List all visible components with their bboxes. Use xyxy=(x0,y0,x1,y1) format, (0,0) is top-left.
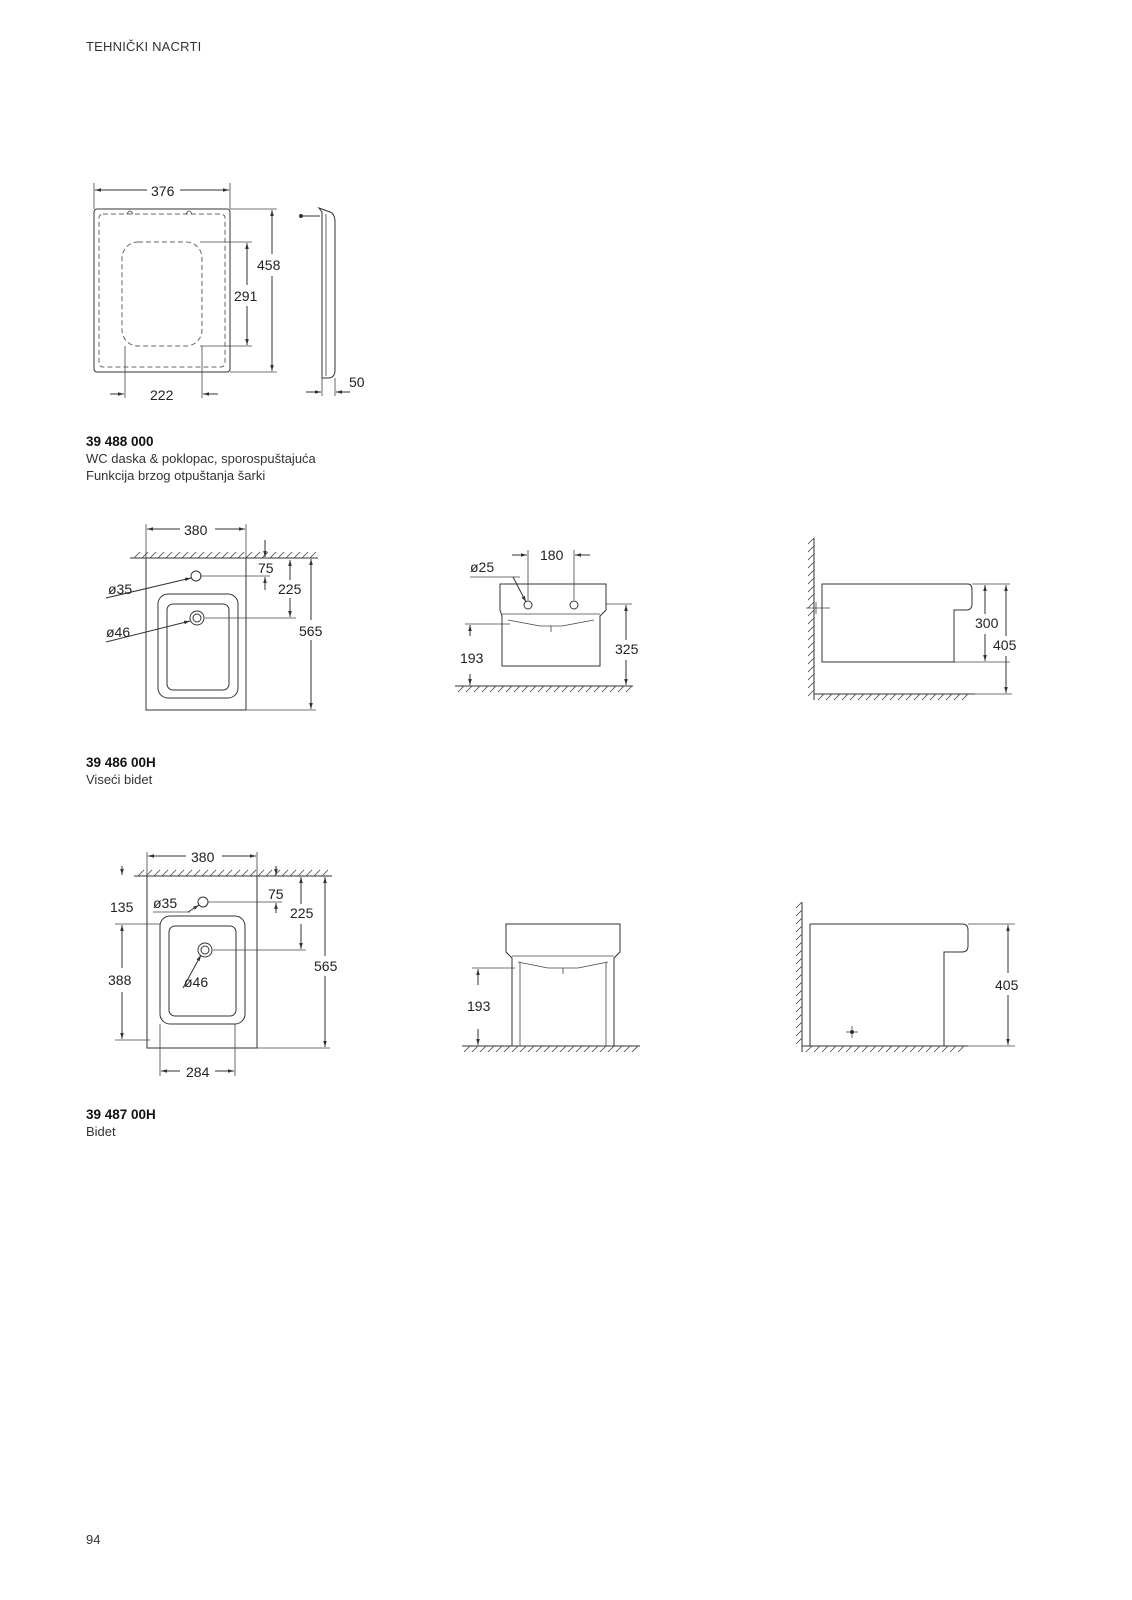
dim-405: 405 xyxy=(995,977,1019,993)
page-number: 94 xyxy=(86,1532,101,1547)
dim-d35: ø35 xyxy=(153,895,177,911)
product-description: Bidet xyxy=(86,1124,116,1139)
dim-d46: ø46 xyxy=(106,624,130,640)
dim-75: 75 xyxy=(258,560,274,576)
dim-565: 565 xyxy=(299,623,323,639)
wc-seat-side-view: 50 xyxy=(299,206,365,396)
product-caption: 39 487 00H Bidet xyxy=(86,1106,156,1140)
wall-bidet-side-view: 300 405 xyxy=(806,537,1017,701)
floor-bidet-top-view: 380 135 388 75 225 565 284 ø35 ø4 xyxy=(108,849,338,1080)
dim-height: 458 xyxy=(257,257,281,273)
floor-bidet-front-view: 193 xyxy=(462,923,640,1053)
dim-75: 75 xyxy=(268,886,284,902)
product-feature: Funkcija brzog otpuštanja šarki xyxy=(86,468,266,483)
dim-225: 225 xyxy=(278,581,302,597)
dim-d46: ø46 xyxy=(184,974,208,990)
product-description: Viseći bidet xyxy=(86,772,153,787)
dim-284: 284 xyxy=(186,1064,210,1080)
floor-bidet-side-view: 405 xyxy=(795,901,1019,1053)
dim-300: 300 xyxy=(975,615,999,631)
product-code: 39 487 00H xyxy=(86,1107,156,1122)
dim-width: 380 xyxy=(191,849,215,865)
wall-bidet-top-view: 380 75 225 565 ø35 ø46 xyxy=(105,522,323,711)
dim-388: 388 xyxy=(108,972,132,988)
dim-225: 225 xyxy=(290,905,314,921)
dim-135: 135 xyxy=(110,899,134,915)
dim-180: 180 xyxy=(540,547,564,563)
dim-325: 325 xyxy=(615,641,639,657)
product-description: WC daska & poklopac, sporospuštajuća xyxy=(86,451,316,466)
dim-565: 565 xyxy=(314,958,338,974)
product-code: 39 486 00H xyxy=(86,755,156,770)
dim-d25: ø25 xyxy=(470,559,494,575)
product-caption: 39 486 00H Viseći bidet xyxy=(86,754,156,788)
wc-seat-top-view: 376 458 291 222 xyxy=(93,183,281,403)
wall-bidet-front-view: 180 ø25 193 325 xyxy=(455,547,639,693)
dim-width: 380 xyxy=(184,522,208,538)
page-header: TEHNIČKI NACRTI xyxy=(86,39,202,54)
dim-width: 376 xyxy=(151,183,175,199)
dim-hinge-spacing: 222 xyxy=(150,387,174,403)
dim-thickness: 50 xyxy=(349,374,365,390)
product-caption: 39 488 000 WC daska & poklopac, sporospu… xyxy=(86,433,316,484)
product-code: 39 488 000 xyxy=(86,434,154,449)
dim-inner-height: 291 xyxy=(234,288,258,304)
dim-d35: ø35 xyxy=(108,581,132,597)
dim-193: 193 xyxy=(467,998,491,1014)
dim-193: 193 xyxy=(460,650,484,666)
dim-405: 405 xyxy=(993,637,1017,653)
